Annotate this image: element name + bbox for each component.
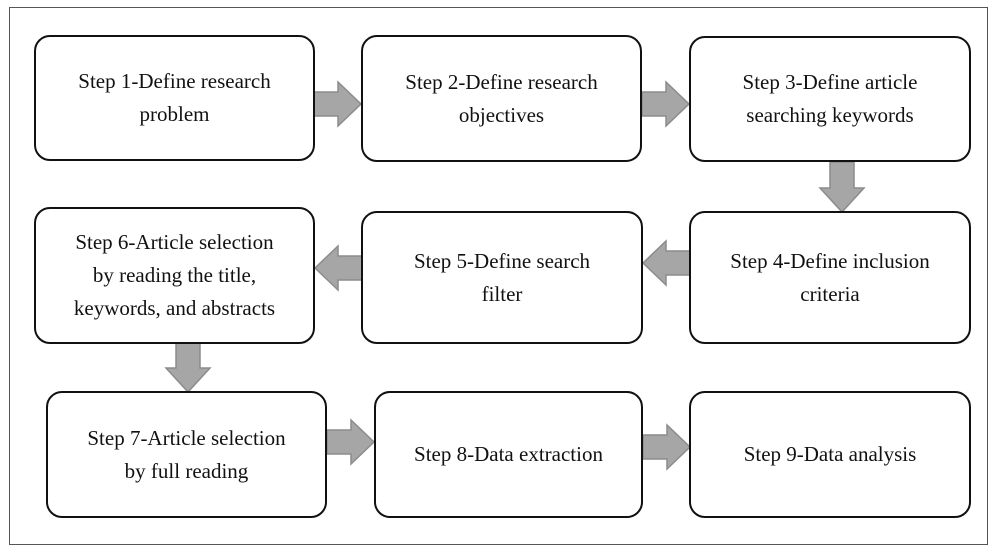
step-4-label: Step 4-Define inclusion criteria bbox=[730, 248, 930, 306]
step-7-box: Step 7-Article selection by full reading bbox=[46, 391, 327, 518]
step-1-label: Step 1-Define research problem bbox=[78, 69, 271, 126]
step-1-box: Step 1-Define research problem bbox=[34, 35, 315, 161]
step-2-label: Step 2-Define research objectives bbox=[405, 69, 598, 127]
step-9-label: Step 9-Data analysis bbox=[743, 442, 917, 466]
step-3-label: Step 3-Define article searching keywords bbox=[742, 70, 918, 127]
step-8-label: Step 8-Data extraction bbox=[414, 442, 603, 466]
step-6-label: Step 6-Article selection by reading the … bbox=[73, 230, 276, 320]
step-6-box: Step 6-Article selection by reading the … bbox=[34, 207, 315, 344]
step-4-box: Step 4-Define inclusion criteria bbox=[689, 211, 971, 344]
step-8-box: Step 8-Data extraction bbox=[374, 391, 643, 518]
step-7-label: Step 7-Article selection by full reading bbox=[87, 425, 286, 483]
step-2-box: Step 2-Define research objectives bbox=[361, 35, 642, 162]
step-5-box: Step 5-Define search filter bbox=[361, 211, 643, 344]
step-9-box: Step 9-Data analysis bbox=[689, 391, 971, 518]
step-5-label: Step 5-Define search filter bbox=[413, 248, 591, 306]
step-3-box: Step 3-Define article searching keywords bbox=[689, 36, 971, 162]
